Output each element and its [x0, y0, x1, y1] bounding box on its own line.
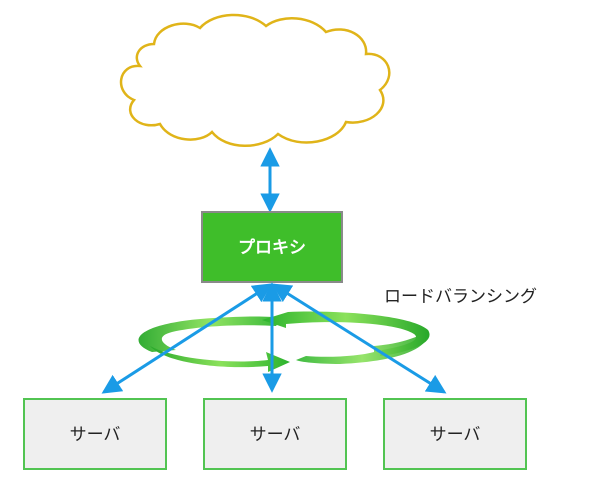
cloud-icon	[119, 13, 391, 147]
server-label: サーバ	[430, 425, 481, 445]
server-label: サーバ	[250, 425, 301, 445]
proxy-label: プロキシ	[238, 237, 306, 258]
server-node: サーバ	[23, 398, 167, 470]
proxy-server-arrow-1	[101, 283, 273, 394]
server-node: サーバ	[383, 398, 527, 470]
server-node: サーバ	[203, 398, 347, 470]
load-balancing-label: ロードバランシング	[384, 287, 537, 307]
proxy-node: プロキシ	[201, 211, 343, 283]
proxy-server-arrow-3	[271, 283, 447, 394]
server-label: サーバ	[70, 425, 121, 445]
